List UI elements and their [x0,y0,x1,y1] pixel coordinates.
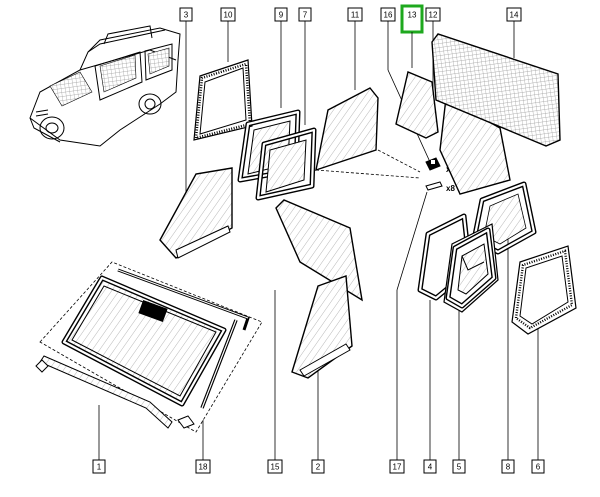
callout-16: 16 [380,7,396,22]
svg-text:8: 8 [506,463,511,472]
svg-text:15: 15 [271,463,280,472]
part-13-small-glass [395,71,439,139]
svg-text:13: 13 [408,11,417,20]
svg-text:5: 5 [457,463,462,472]
callout-1: 1 [92,459,106,474]
svg-text:11: 11 [351,11,360,20]
part-5-sliding-window [443,223,499,313]
svg-text:16: 16 [384,11,393,20]
svg-text:9: 9 [279,11,284,20]
svg-text:18: 18 [199,463,208,472]
callout-6: 6 [531,459,545,474]
part-10-seal-frame [193,59,253,141]
callout-15: 15 [267,459,283,474]
callout-14: 14 [506,7,522,22]
svg-text:2: 2 [316,463,321,472]
callout-10: 10 [220,7,236,22]
svg-text:4: 4 [428,463,433,472]
svg-text:17: 17 [393,463,402,472]
svg-text:12: 12 [429,11,438,20]
callout-8: 8 [501,459,515,474]
part-7-quarter-frame [255,127,317,201]
svg-text:1: 1 [97,463,102,472]
svg-text:3: 3 [184,11,189,20]
part-14-rear-glass [431,33,561,147]
callout-7: 7 [298,7,312,22]
part-2-door-glass [291,275,353,379]
callout-13-highlighted: 13 [400,4,424,34]
part-3-door-glass [159,167,233,259]
windscreen-assembly [35,261,263,433]
svg-text:6: 6 [536,463,541,472]
svg-text:7: 7 [303,11,308,20]
callout-17: 17 [389,459,405,474]
callout-12: 12 [425,7,441,22]
part-11-rear-quarter-glass [315,87,421,179]
callout-18: 18 [195,459,211,474]
svg-text:10: 10 [224,11,233,20]
callout-11: 11 [347,7,363,22]
callout-4: 4 [423,459,437,474]
vehicle-overview-illustration [29,25,181,147]
leader-lines-bottom [98,191,539,460]
svg-text:x8: x8 [446,184,455,193]
part-17-clip: x8 [425,181,455,193]
callout-3: 3 [179,7,193,22]
part-6-seal-frame [511,245,577,335]
part-12-glass [439,96,511,195]
callout-5: 5 [452,459,466,474]
svg-text:14: 14 [510,11,519,20]
callout-9: 9 [274,7,288,22]
part-15-side-glass [275,199,363,302]
callout-2: 2 [311,459,325,474]
